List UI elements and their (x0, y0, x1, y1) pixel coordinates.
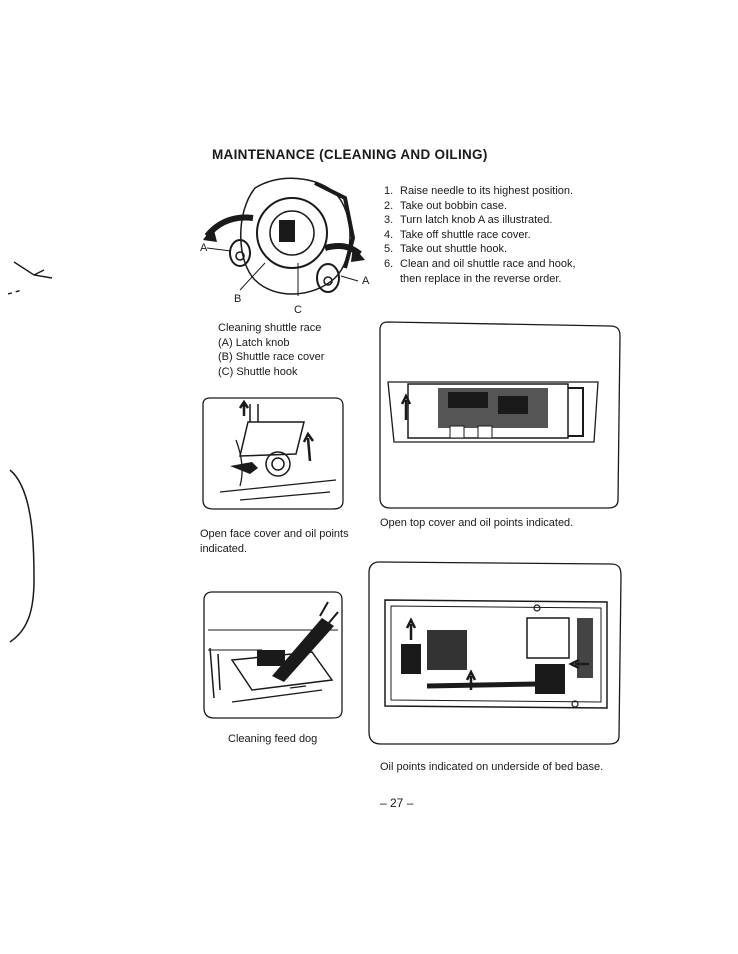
steps-list: 1.Raise needle to its highest position. … (384, 184, 576, 286)
step-6-continued: then replace in the reverse order. (400, 272, 562, 285)
face-cover-figure (202, 397, 344, 510)
bed-underside-figure (368, 561, 622, 745)
feed-dog-figure (203, 591, 343, 719)
step-5: 5.Take out shuttle hook. (384, 243, 508, 256)
step-6: 6.Clean and oil shuttle race and hook, (384, 257, 576, 270)
face-cover-caption: Open face cover and oil points indicated… (200, 528, 349, 555)
underside-caption: Oil points indicated on underside of bed… (380, 761, 604, 773)
label-a-left: A (200, 242, 208, 254)
step-3: 3.Turn latch knob A as illustrated. (384, 214, 553, 227)
top-cover-figure (379, 321, 621, 509)
page-number: – 27 – (380, 796, 414, 810)
shuttle-race-figure (203, 177, 365, 296)
step-1: 1.Raise needle to its highest position. (384, 185, 574, 197)
label-a-right: A (362, 275, 370, 287)
label-c: C (294, 304, 302, 316)
shuttle-race-caption: Cleaning shuttle race (A) Latch knob (B)… (218, 322, 325, 378)
step-2: 2.Take out bobbin case. (384, 199, 508, 212)
label-b: B (234, 293, 242, 305)
page-title: MAINTENANCE (CLEANING AND OILING) (212, 147, 488, 162)
binding-marks (7, 261, 53, 643)
feed-dog-caption: Cleaning feed dog (228, 733, 318, 745)
step-4: 4.Take off shuttle race cover. (384, 228, 531, 241)
top-cover-caption: Open top cover and oil points indicated. (380, 517, 574, 529)
